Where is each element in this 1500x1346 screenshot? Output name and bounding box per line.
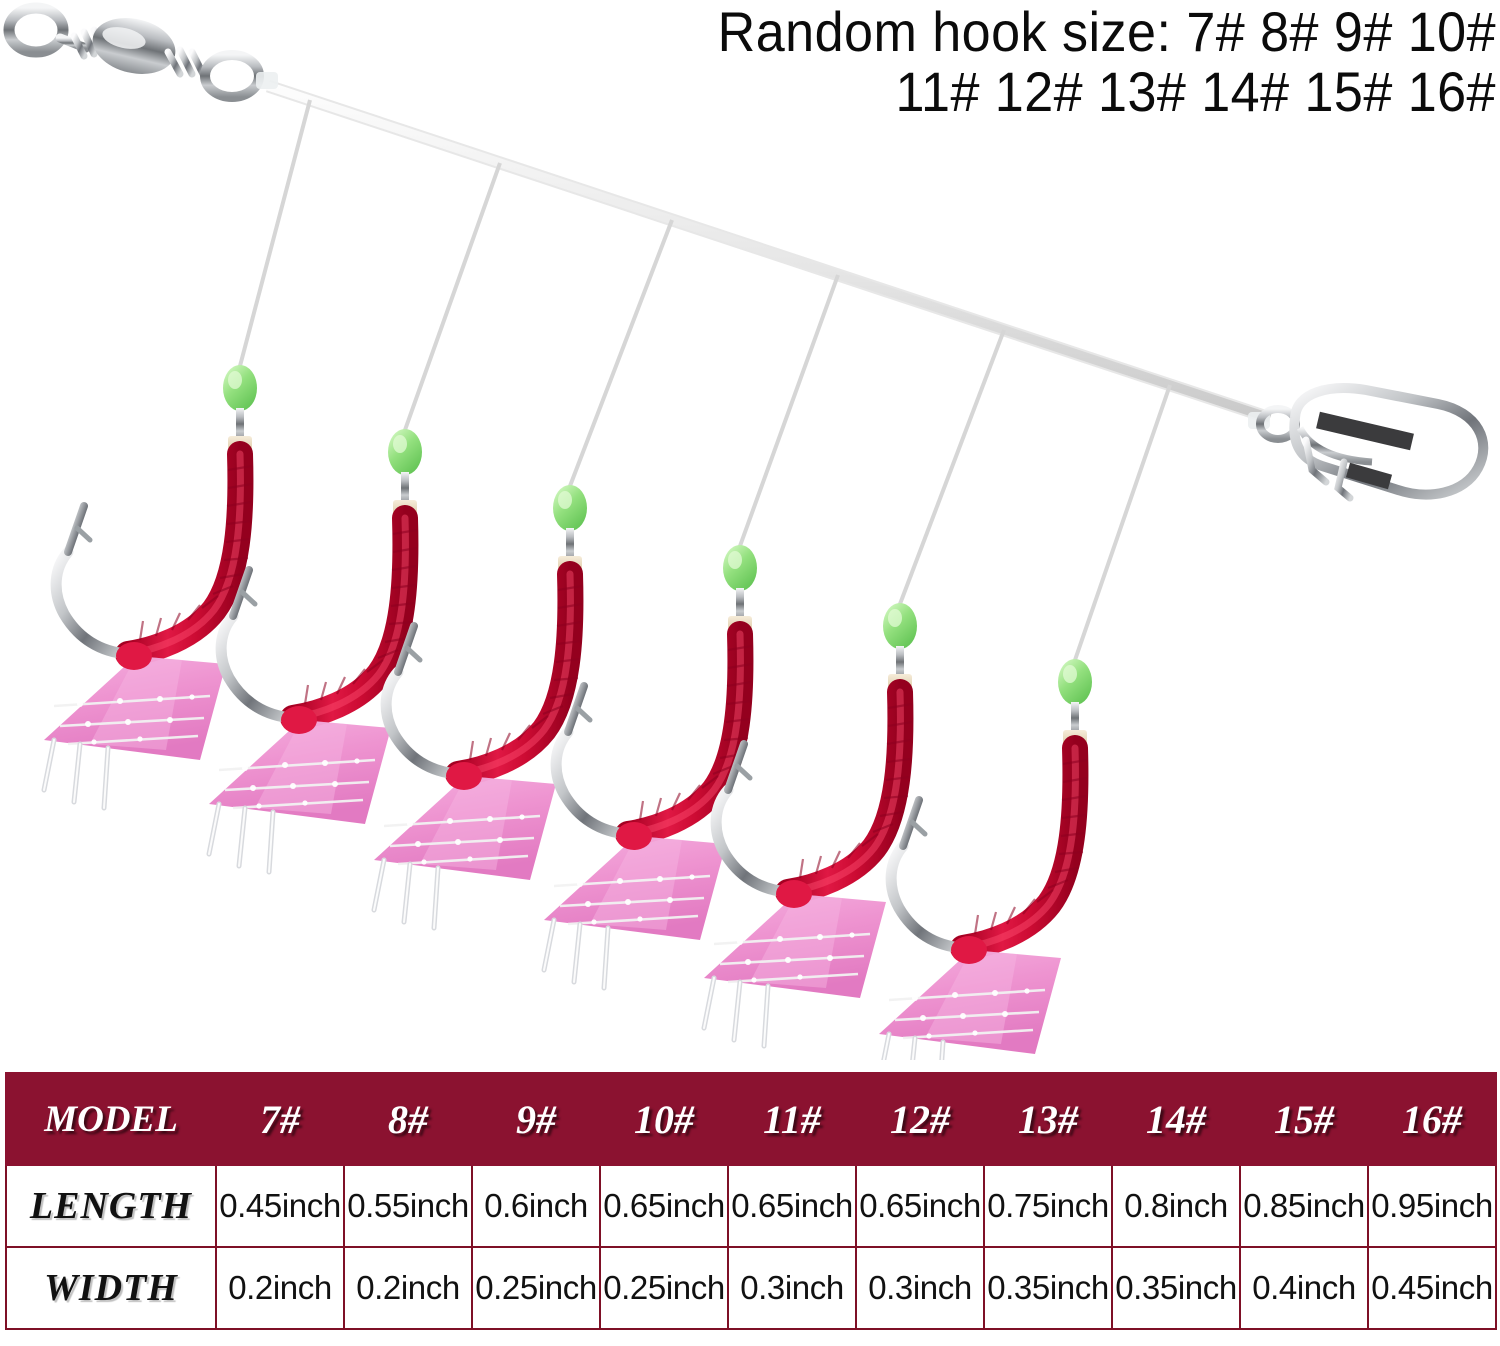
length-12: 0.65inch	[855, 1164, 985, 1248]
header-cell-15: 15#	[1239, 1072, 1369, 1166]
product-image: Random hook size: 7# 8# 9# 10# 11# 12# 1…	[3, 1, 1496, 1060]
hook-size-headline: Random hook size: 7# 8# 9# 10# 11# 12# 1…	[556, 2, 1496, 122]
header-cell-11: 11#	[727, 1072, 857, 1166]
length-10: 0.65inch	[599, 1164, 729, 1248]
length-15: 0.85inch	[1239, 1164, 1369, 1248]
header-cell-10: 10#	[599, 1072, 729, 1166]
width-15: 0.4inch	[1239, 1246, 1369, 1330]
header-cell-12: 12#	[855, 1072, 985, 1166]
header-cell-16: 16#	[1367, 1072, 1497, 1166]
width-8: 0.2inch	[343, 1246, 473, 1330]
headline-line-1: Random hook size: 7# 8# 9# 10#	[717, 0, 1496, 63]
fishing-rig-illustration	[3, 2, 1489, 1060]
row-label-width: WIDTH	[5, 1246, 217, 1330]
dropper-lines	[238, 99, 1172, 661]
length-14: 0.8inch	[1111, 1164, 1241, 1248]
header-cell-8: 8#	[343, 1072, 473, 1166]
width-13: 0.35inch	[983, 1246, 1113, 1330]
header-cell-7: 7#	[215, 1072, 345, 1166]
barrel-swivel-icon	[3, 2, 278, 102]
width-7: 0.2inch	[215, 1246, 345, 1330]
table-row-length: LENGTH 0.45inch 0.55inch 0.6inch 0.65inc…	[5, 1164, 1497, 1248]
header-cell-9: 9#	[471, 1072, 601, 1166]
headline-line-2: 11# 12# 13# 14# 15# 16#	[895, 59, 1496, 123]
hook-assembly-1	[44, 365, 257, 808]
length-9: 0.6inch	[471, 1164, 601, 1248]
table-header-row: MODEL 7# 8# 9# 10# 11# 12# 13# 14# 15# 1…	[5, 1072, 1497, 1166]
main-line	[265, 79, 1273, 425]
header-cell-model: MODEL	[5, 1072, 217, 1166]
length-16: 0.95inch	[1367, 1164, 1497, 1248]
row-label-length: LENGTH	[5, 1164, 217, 1248]
length-13: 0.75inch	[983, 1164, 1113, 1248]
length-11: 0.65inch	[727, 1164, 857, 1248]
width-11: 0.3inch	[727, 1246, 857, 1330]
width-9: 0.25inch	[471, 1246, 601, 1330]
width-12: 0.3inch	[855, 1246, 985, 1330]
header-cell-14: 14#	[1111, 1072, 1241, 1166]
width-10: 0.25inch	[599, 1246, 729, 1330]
specification-table: MODEL 7# 8# 9# 10# 11# 12# 13# 14# 15# 1…	[5, 1072, 1497, 1330]
width-16: 0.45inch	[1367, 1246, 1497, 1330]
length-8: 0.55inch	[343, 1164, 473, 1248]
snap-clip-icon	[1248, 383, 1489, 502]
width-14: 0.35inch	[1111, 1246, 1241, 1330]
length-7: 0.45inch	[215, 1164, 345, 1248]
table-row-width: WIDTH 0.2inch 0.2inch 0.25inch 0.25inch …	[5, 1246, 1497, 1330]
header-cell-13: 13#	[983, 1072, 1113, 1166]
